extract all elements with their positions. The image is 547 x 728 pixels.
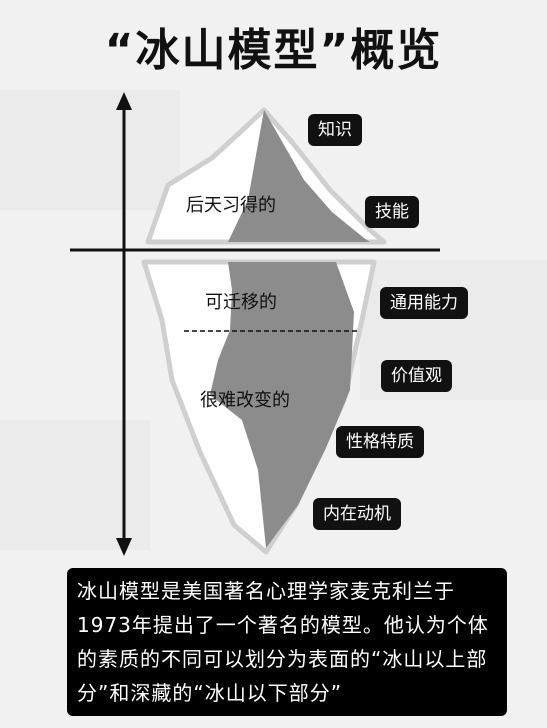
axis-arrow-up <box>116 92 132 110</box>
badge-personality: 性格特质 <box>336 426 424 458</box>
badge-motivation: 内在动机 <box>313 498 401 530</box>
description-box: 冰山模型是美国著名心理学家麦克利兰于1973年提出了一个著名的模型。他认为个体的… <box>67 568 507 716</box>
page-title: “冰山模型”概览 <box>104 25 443 76</box>
stage-label-above: 后天习得的 <box>186 195 276 216</box>
iceberg-top-core <box>228 110 370 242</box>
axis-arrow-down <box>116 538 132 556</box>
badge-general-ability: 通用能力 <box>380 287 468 319</box>
badge-knowledge: 知识 <box>308 114 362 146</box>
stage-label-below: 很难改变的 <box>200 390 290 411</box>
stage-label-middle: 可迁移的 <box>205 292 277 313</box>
iceberg-bottom-core <box>210 262 354 548</box>
badge-values: 价值观 <box>381 360 452 392</box>
background-tile <box>0 90 180 210</box>
badge-skills: 技能 <box>365 196 419 228</box>
